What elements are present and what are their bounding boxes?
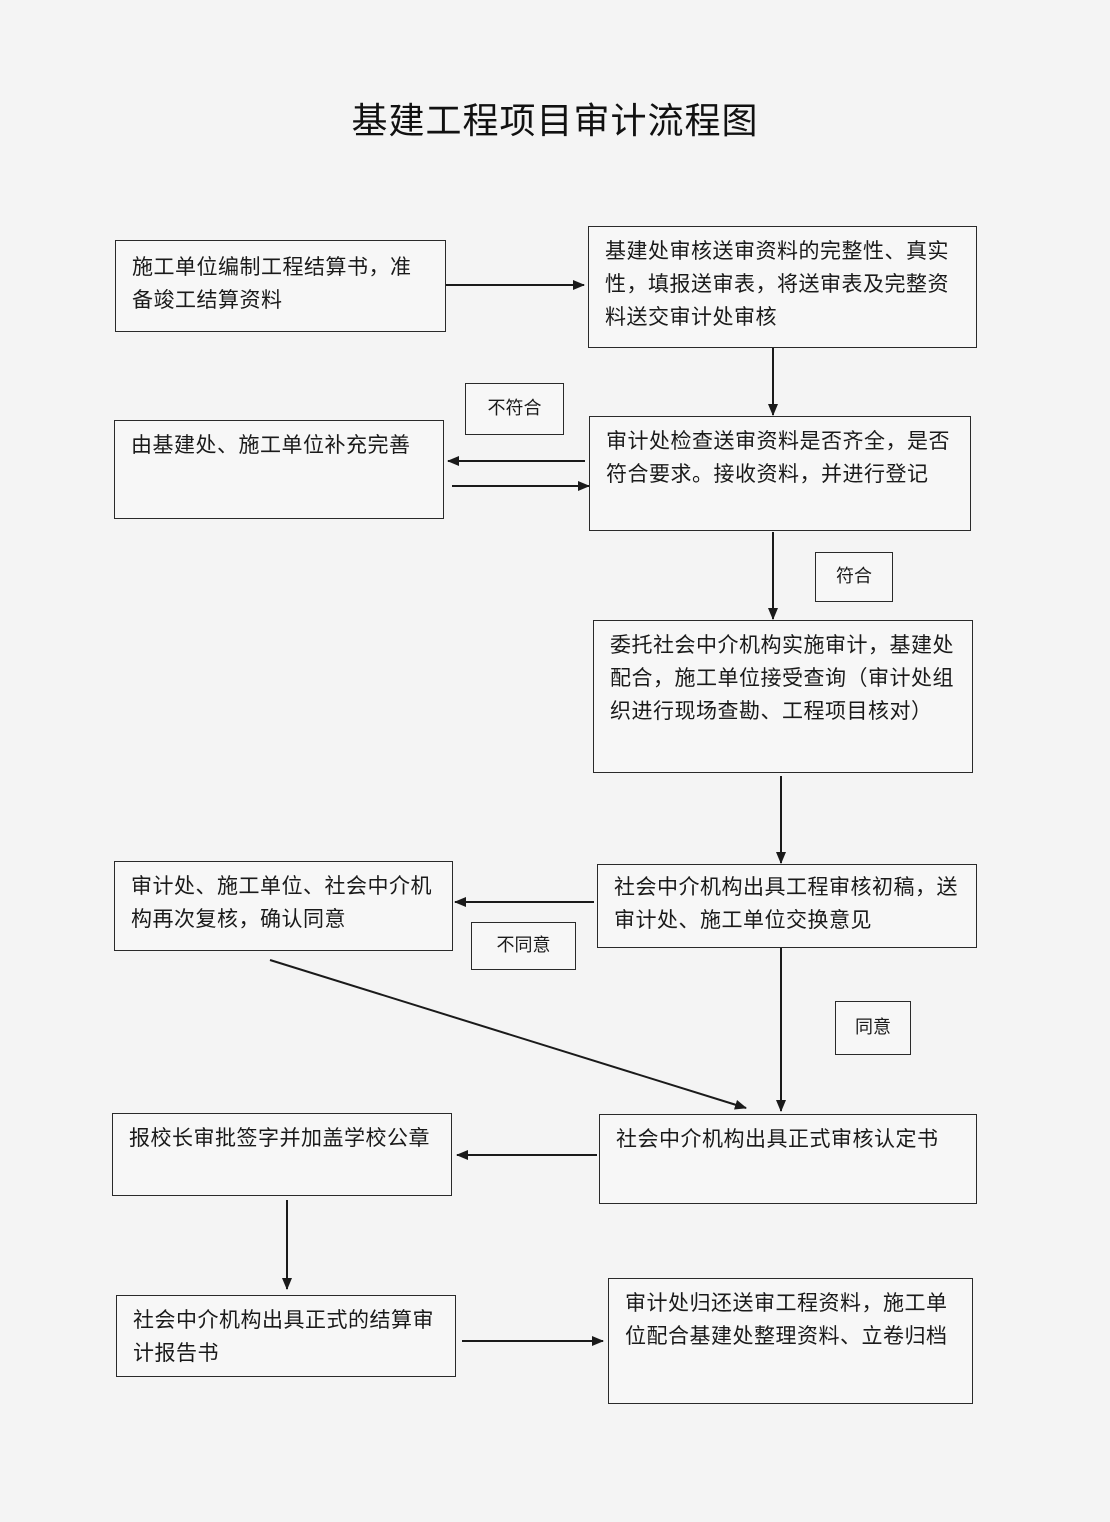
box-draft-review: 社会中介机构出具工程审核初稿，送审计处、施工单位交换意见 — [597, 864, 977, 948]
label-disagree: 不同意 — [471, 922, 576, 970]
box-check-register: 审计处检查送审资料是否齐全，是否符合要求。接收资料，并进行登记 — [589, 416, 971, 531]
box-president-approval: 报校长审批签字并加盖学校公章 — [112, 1113, 452, 1196]
box-audit-report: 社会中介机构出具正式的结算审计报告书 — [116, 1295, 456, 1377]
box-review-materials: 基建处审核送审资料的完整性、真实性，填报送审表，将送审表及完整资料送交审计处审核 — [588, 226, 977, 348]
label-agree: 同意 — [835, 1001, 911, 1055]
arrow-recheck-to-certificate — [269, 959, 747, 1110]
box-supplement: 由基建处、施工单位补充完善 — [114, 420, 444, 519]
box-archive: 审计处归还送审工程资料，施工单位配合基建处整理资料、立卷归档 — [608, 1278, 973, 1404]
box-prepare-settlement: 施工单位编制工程结算书，准备竣工结算资料 — [115, 240, 446, 332]
page-title: 基建工程项目审计流程图 — [351, 101, 759, 142]
label-compliant: 符合 — [815, 552, 893, 602]
box-recheck: 审计处、施工单位、社会中介机构再次复核，确认同意 — [114, 861, 453, 951]
label-not-compliant: 不符合 — [465, 383, 564, 435]
box-formal-certificate: 社会中介机构出具正式审核认定书 — [599, 1114, 977, 1204]
box-entrust-agency: 委托社会中介机构实施审计，基建处配合，施工单位接受查询（审计处组织进行现场查勘、… — [593, 620, 973, 773]
